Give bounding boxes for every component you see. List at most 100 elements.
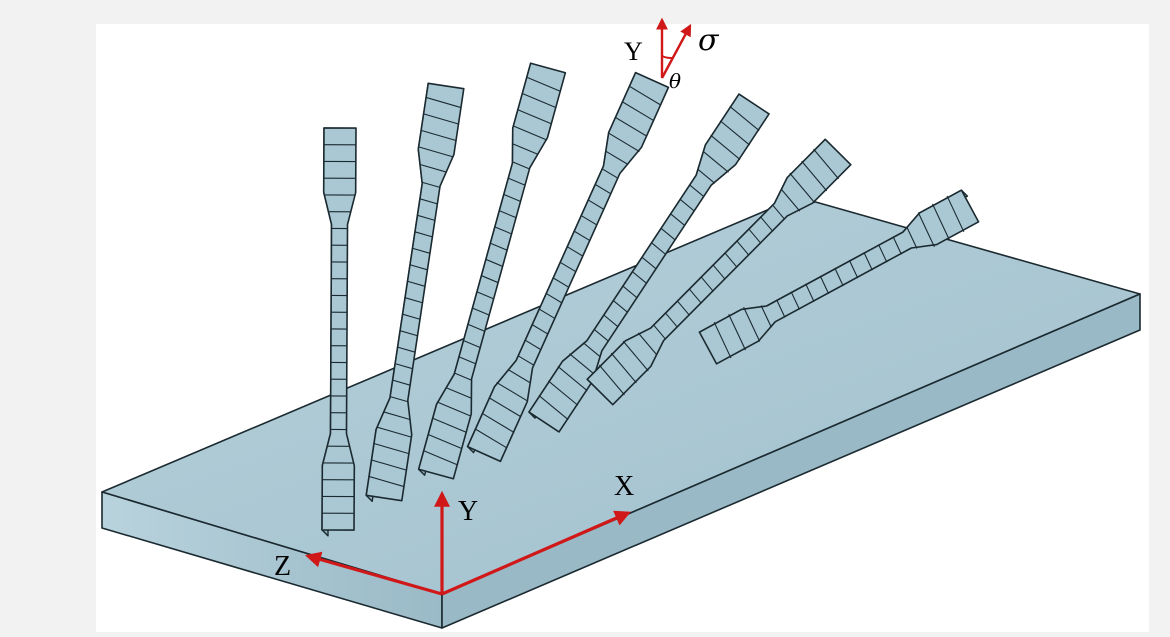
layer-line — [494, 226, 512, 235]
layer-line — [481, 412, 515, 433]
layer-line — [917, 212, 935, 248]
layer-line — [906, 226, 918, 249]
specimen-group — [321, 62, 980, 537]
layer-line — [422, 181, 440, 188]
layer-line — [877, 244, 888, 263]
layer-line — [598, 364, 625, 396]
layer-line — [652, 324, 667, 340]
layer-line — [863, 252, 873, 271]
layer-line — [622, 340, 649, 372]
layer-line — [789, 172, 816, 204]
layer-line — [719, 120, 750, 146]
sigma-arrow — [660, 23, 692, 79]
layer-line — [676, 300, 690, 316]
layer-line — [580, 214, 598, 226]
layer-line — [418, 146, 454, 158]
layer-line — [445, 386, 472, 399]
layer-line — [373, 442, 410, 455]
layer-line — [394, 363, 413, 370]
layer-line — [545, 292, 563, 304]
layer-line — [397, 346, 416, 353]
loading-direction-indicator: Y σ θ — [624, 17, 720, 93]
layer-line — [712, 264, 726, 280]
layer-line — [392, 379, 411, 386]
theta-arc — [661, 55, 673, 60]
layer-line — [819, 275, 830, 295]
layer-line — [423, 113, 459, 125]
layer-line — [404, 297, 423, 304]
layer-line — [399, 330, 418, 337]
layer-line — [517, 109, 552, 125]
sigma-label: σ — [698, 23, 720, 58]
layer-line — [566, 246, 584, 257]
build-axes: Y X Z — [274, 471, 634, 596]
layer-line — [848, 259, 859, 279]
layer-line — [771, 204, 786, 220]
layer-line — [503, 193, 521, 202]
layer-line — [538, 308, 556, 320]
layer-line — [490, 242, 508, 251]
plate-right-face — [441, 293, 1141, 629]
layer-line — [474, 428, 508, 449]
x-axis-arrow — [441, 510, 631, 596]
layer-line — [538, 394, 569, 421]
layer-line — [641, 256, 657, 270]
layer-line — [622, 285, 638, 299]
layer-line — [414, 231, 433, 238]
theta-label: θ — [669, 69, 681, 93]
layer-line — [760, 305, 772, 328]
layer-line — [710, 134, 741, 160]
layer-line — [728, 314, 747, 351]
layer-line — [390, 396, 408, 403]
layer-line — [614, 116, 648, 137]
layer-line — [524, 339, 542, 351]
layer-line — [689, 184, 705, 198]
layer-line — [702, 150, 729, 173]
layer-line — [557, 366, 588, 392]
layer-line — [512, 161, 530, 170]
layer-line — [368, 475, 405, 488]
layer-line — [669, 213, 686, 227]
layer-line — [458, 356, 477, 365]
layer-line — [608, 132, 640, 153]
layer-line — [776, 299, 786, 318]
layer-line — [631, 270, 648, 284]
layer-line — [603, 314, 619, 328]
layer-line — [552, 277, 570, 288]
layer-line — [743, 306, 761, 342]
layer-line — [650, 242, 667, 256]
layer-line — [594, 183, 612, 195]
layer-line — [569, 353, 596, 376]
layer-line — [946, 195, 965, 233]
layer-line — [402, 313, 421, 320]
layer-line — [610, 352, 637, 384]
tensile-specimen-3 — [417, 62, 567, 480]
layer-line — [688, 288, 702, 304]
layer-line — [548, 380, 579, 406]
layer-line — [485, 258, 503, 267]
layer-line — [729, 105, 760, 132]
layer-line — [628, 85, 662, 106]
layer-line — [472, 307, 490, 316]
layer-line — [759, 216, 774, 232]
layer-line — [790, 291, 801, 310]
layer-line — [507, 177, 526, 186]
layer-line — [467, 323, 486, 332]
layer-line — [892, 236, 902, 255]
layer-line — [423, 450, 458, 466]
z-axis-label: Z — [274, 551, 291, 582]
layer-line — [488, 397, 522, 418]
layer-line — [593, 328, 609, 342]
layer-line — [409, 264, 428, 271]
layer-line — [801, 160, 828, 192]
loading-y-label: Y — [624, 37, 643, 66]
layer-line — [512, 125, 548, 141]
layer-line — [834, 267, 844, 287]
layer-line — [425, 96, 462, 109]
layer-line — [507, 368, 531, 384]
y-axis-label: Y — [458, 496, 478, 527]
layer-line — [587, 199, 605, 210]
layer-line — [713, 321, 732, 359]
layer-line — [521, 92, 557, 109]
